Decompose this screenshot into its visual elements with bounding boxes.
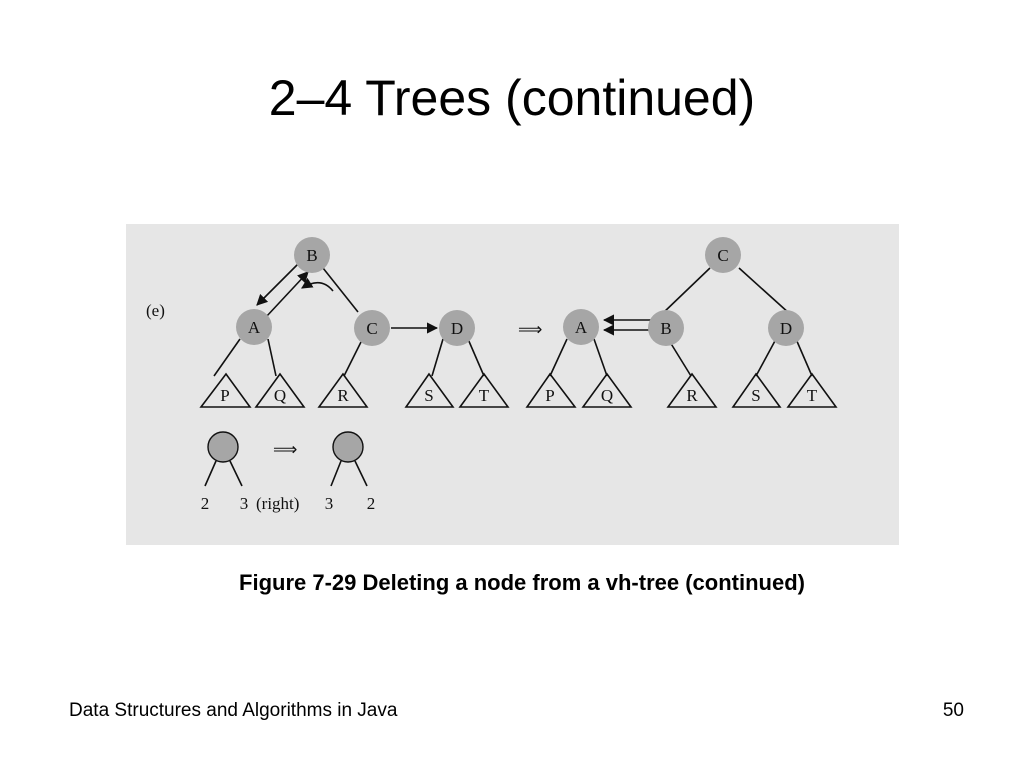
rotation-example-node-before (207, 431, 239, 463)
subtree-label-r: R (686, 386, 698, 405)
svg-text:A: A (575, 318, 588, 337)
left-tree-node-b: B (294, 237, 330, 273)
subtree-triangle (458, 372, 510, 408)
svg-text:A: A (248, 318, 261, 337)
figure-panel: (e) P Q R S T B (126, 224, 899, 545)
arrow-b-to-a (256, 261, 301, 306)
left-tree-node-c: C (354, 310, 390, 346)
right-tree-node-c: C (705, 237, 741, 273)
subtree-triangle (199, 372, 252, 408)
subtree-label-q: Q (274, 386, 286, 405)
vh-tree-deletion-diagram: (e) P Q R S T B (126, 224, 899, 545)
subtree-triangle (666, 372, 718, 408)
right-tree-node-a: A (563, 309, 599, 345)
subtree-label-p: P (545, 386, 554, 405)
subtree-label-r: R (337, 386, 349, 405)
page-number: 50 (942, 700, 964, 721)
svg-text:B: B (660, 319, 671, 338)
svg-text:D: D (451, 319, 463, 338)
subtree-triangle (317, 372, 369, 408)
rotation-example-node-after (332, 431, 364, 463)
rotation-example-edges (204, 460, 368, 487)
right-tree-edges (549, 267, 813, 377)
left-tree-node-a: A (236, 309, 272, 345)
svg-text:D: D (780, 319, 792, 338)
subtree-label-s: S (751, 386, 760, 405)
rotation-arrow (301, 277, 334, 292)
subtree-triangle (404, 372, 455, 408)
subtree-label-p: P (220, 386, 229, 405)
arrow-a-to-b (265, 271, 309, 318)
svg-text:C: C (717, 246, 728, 265)
subtree-triangle (525, 372, 577, 408)
subtree-triangle (786, 372, 838, 408)
rotation-arrow-icon: ⟹ (273, 440, 297, 459)
transform-arrow-icon: ⟹ (518, 320, 542, 339)
rotation-after-left: 3 (325, 494, 334, 513)
right-tree-node-b: B (648, 310, 684, 346)
right-tree-node-d: D (768, 310, 804, 346)
subtree-triangle (731, 372, 782, 408)
rotation-after-right: 2 (367, 494, 376, 513)
left-tree-node-d: D (439, 310, 475, 346)
slide-title: 2–4 Trees (continued) (268, 70, 756, 126)
subtree-triangle (581, 372, 633, 408)
footer-course-title: Data Structures and Algorithms in Java (69, 700, 398, 721)
rotation-direction: (right) (256, 494, 299, 513)
left-tree-edges (213, 267, 485, 377)
subtree-label-t: T (479, 386, 490, 405)
figure-caption: Figure 7-29 Deleting a node from a vh-tr… (239, 570, 805, 595)
subtree-triangle (254, 372, 306, 408)
subtree-label-q: Q (601, 386, 613, 405)
svg-text:C: C (366, 319, 377, 338)
subtree-label-s: S (424, 386, 433, 405)
rotation-before-left: 2 (201, 494, 210, 513)
svg-text:B: B (306, 246, 317, 265)
subtree-label-t: T (807, 386, 818, 405)
panel-background (126, 224, 899, 545)
panel-label: (e) (146, 301, 165, 320)
rotation-before-right: 3 (240, 494, 249, 513)
